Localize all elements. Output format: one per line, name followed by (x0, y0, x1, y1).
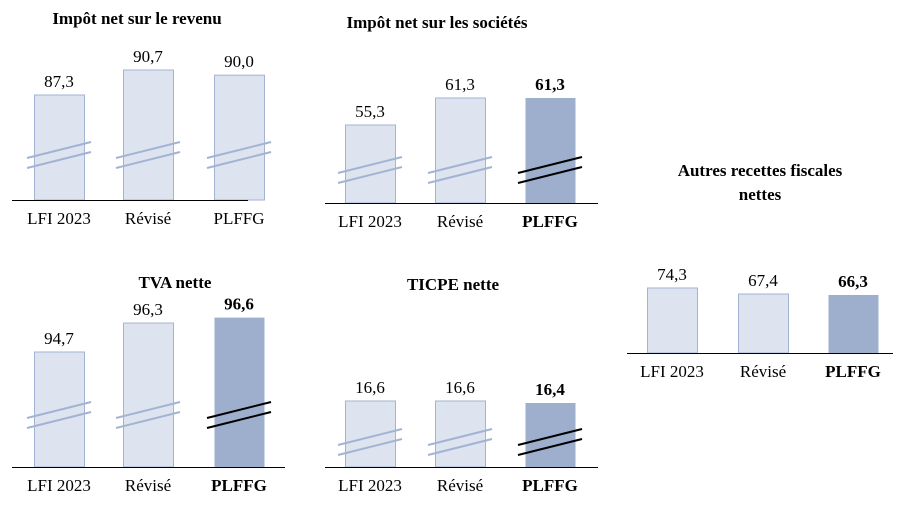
bar (123, 322, 174, 468)
axis-break-mark (517, 428, 583, 446)
axis-break-mark (26, 411, 92, 429)
axis-break-mark (337, 156, 403, 174)
axis-break-mark (206, 401, 272, 419)
axis-break-mark (26, 141, 92, 159)
axis-break-mark (517, 156, 583, 174)
axis-break-mark (115, 401, 181, 419)
x-tick-label: Révisé (125, 209, 171, 228)
x-tick-label: PLFFG (522, 212, 578, 231)
data-label: 55,3 (355, 102, 385, 121)
chart-title: TICPE nette (407, 275, 500, 294)
data-label: 61,3 (445, 75, 475, 94)
bar (123, 69, 174, 201)
bar (647, 287, 698, 354)
data-label: 90,0 (224, 52, 254, 71)
axis-break-mark (517, 166, 583, 184)
data-label: 90,7 (133, 47, 163, 66)
x-tick-label: PLFFG (825, 362, 881, 381)
bar (345, 400, 396, 468)
bar (435, 97, 486, 204)
chart-title: TVA nette (139, 273, 212, 292)
bar (34, 94, 85, 201)
x-tick-label: LFI 2023 (27, 476, 91, 495)
axis-break-mark (26, 401, 92, 419)
x-tick-label: LFI 2023 (338, 212, 402, 231)
bar (214, 74, 265, 201)
x-tick-label: PLFFG (211, 476, 267, 495)
chart-title: nettes (739, 185, 782, 204)
chart-title: Impôt net sur le revenu (52, 9, 221, 28)
data-label: 16,6 (445, 378, 475, 397)
data-label: 74,3 (657, 265, 687, 284)
bar (525, 98, 576, 203)
axis-break-mark (115, 141, 181, 159)
x-tick-label: PLFFG (522, 476, 578, 495)
data-label: 61,3 (535, 75, 565, 94)
axis-break-mark (115, 411, 181, 429)
axis-break-mark (427, 156, 493, 174)
data-label: 16,4 (535, 380, 565, 399)
axis-break-mark (337, 438, 403, 456)
chart-title: Autres recettes fiscales (678, 161, 843, 180)
x-tick-label: LFI 2023 (338, 476, 402, 495)
bar (738, 293, 789, 354)
x-tick-label: Révisé (437, 476, 483, 495)
x-tick-label: Révisé (125, 476, 171, 495)
axis-break-mark (206, 141, 272, 159)
x-tick-label: Révisé (437, 212, 483, 231)
data-label: 16,6 (355, 378, 385, 397)
bar (435, 400, 486, 468)
bar (525, 403, 576, 467)
axis-break-mark (427, 438, 493, 456)
bar (828, 294, 879, 353)
data-label: 67,4 (748, 271, 778, 290)
x-tick-label: LFI 2023 (27, 209, 91, 228)
data-label: 66,3 (838, 272, 868, 291)
x-tick-label: PLFFG (213, 209, 264, 228)
data-label: 96,3 (133, 300, 163, 319)
x-tick-label: Révisé (740, 362, 786, 381)
axis-break-mark (206, 411, 272, 429)
axis-break-mark (206, 151, 272, 169)
axis-break-mark (115, 151, 181, 169)
axis-break-mark (427, 428, 493, 446)
data-label: 87,3 (44, 72, 74, 91)
axis-break-mark (427, 166, 493, 184)
data-label: 96,6 (224, 295, 254, 314)
axis-break-mark (26, 151, 92, 169)
bar (214, 317, 265, 467)
axis-break-mark (517, 438, 583, 456)
x-tick-label: LFI 2023 (640, 362, 704, 381)
axis-break-mark (337, 428, 403, 446)
axis-break-mark (337, 166, 403, 184)
chart-title: Impôt net sur les sociétés (347, 13, 528, 32)
data-label: 94,7 (44, 329, 74, 348)
